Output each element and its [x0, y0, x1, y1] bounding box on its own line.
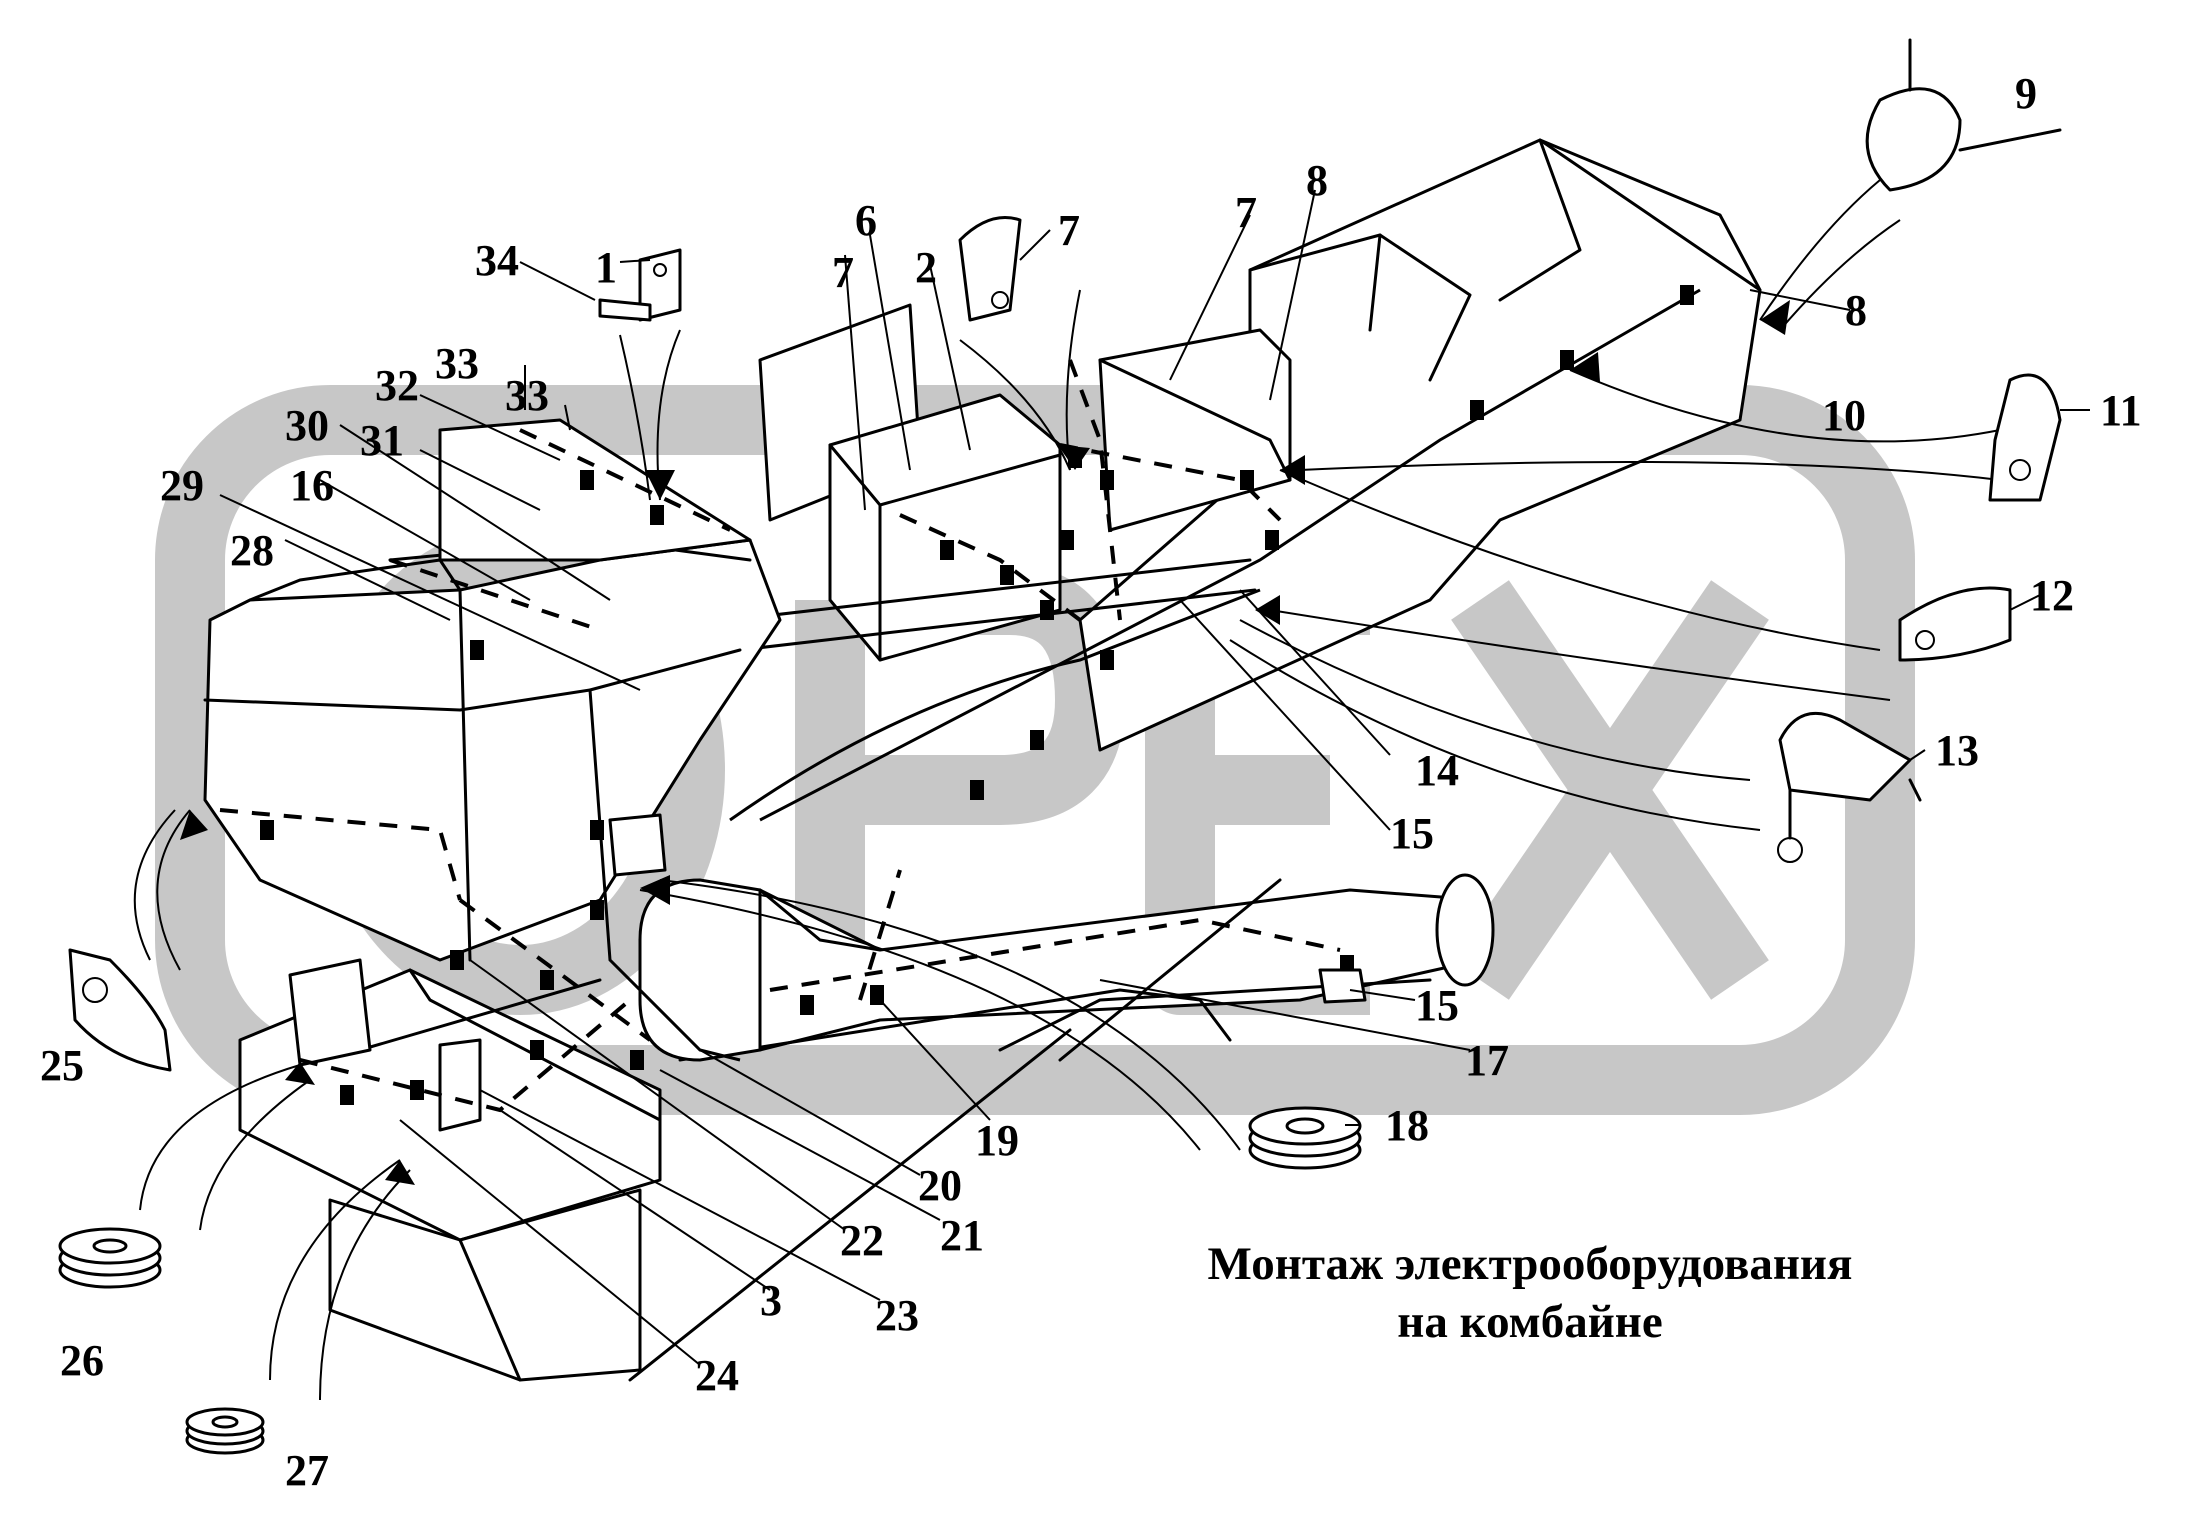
- callout-22: 23: [875, 1291, 919, 1340]
- callout-2: 2: [915, 243, 937, 292]
- callout-32: 33: [435, 339, 479, 388]
- callout-5: 7: [1058, 206, 1080, 255]
- callout-11: 12: [2030, 571, 2074, 620]
- washer-25: [58, 1227, 162, 1289]
- callout-4: 7: [832, 248, 854, 297]
- detail-parts: [58, 38, 2062, 1455]
- callout-6: 7: [1235, 188, 1257, 237]
- callout-31: 32: [375, 361, 419, 410]
- callout-labels: 34 1 6 7 2 7 7 8 9 8 10 11 12 13 14 15 1…: [40, 69, 2142, 1495]
- callout-7-top: 8: [1306, 156, 1328, 205]
- combine-frame: [203, 138, 1762, 1382]
- callout-23: 24: [695, 1351, 739, 1400]
- callout-15-bottom: 15: [1415, 981, 1459, 1030]
- callout-16: 17: [1465, 1036, 1509, 1085]
- callout-28: 29: [160, 461, 204, 510]
- callout-34: 34: [475, 236, 519, 285]
- callout-20: 21: [940, 1211, 984, 1260]
- callout-24: 25: [40, 1041, 84, 1090]
- callout-3: 6: [855, 196, 877, 245]
- callout-17: 18: [1385, 1101, 1429, 1150]
- leader-arrows: [133, 179, 2001, 1401]
- callout-leaders: [219, 189, 2090, 1366]
- title-line-1: Монтаж электрооборудования: [1207, 1238, 1853, 1290]
- callout-14: 15: [1390, 809, 1434, 858]
- washer-26: [185, 1407, 265, 1455]
- callout-15-left: 16: [290, 461, 334, 510]
- callout-26: 27: [285, 1446, 329, 1495]
- callout-25: 26: [60, 1336, 104, 1385]
- callout-7-right: 8: [1845, 286, 1867, 335]
- harness-clips: [260, 285, 1694, 1105]
- callout-21: 22: [840, 1216, 884, 1265]
- callout-7-bottom: 3: [760, 1276, 782, 1325]
- arrowhead: [1760, 300, 1790, 335]
- callout-30: 31: [360, 416, 404, 465]
- title-line-2: на комбайне: [1397, 1296, 1663, 1348]
- callout-8: 9: [2015, 69, 2037, 118]
- callout-1: 1: [595, 243, 617, 292]
- diagram-title: Монтаж электрооборудования на комбайне: [1120, 1235, 1940, 1351]
- callout-29: 30: [285, 401, 329, 450]
- callout-27: 28: [230, 526, 274, 575]
- callout-10: 11: [2100, 386, 2142, 435]
- callout-12: 13: [1935, 726, 1979, 775]
- callout-18: 19: [975, 1116, 1019, 1165]
- washer-17: [1248, 1106, 1362, 1170]
- callout-33: 33: [505, 371, 549, 420]
- callout-19: 20: [918, 1161, 962, 1210]
- callout-13: 14: [1415, 746, 1459, 795]
- callout-9: 10: [1822, 391, 1866, 440]
